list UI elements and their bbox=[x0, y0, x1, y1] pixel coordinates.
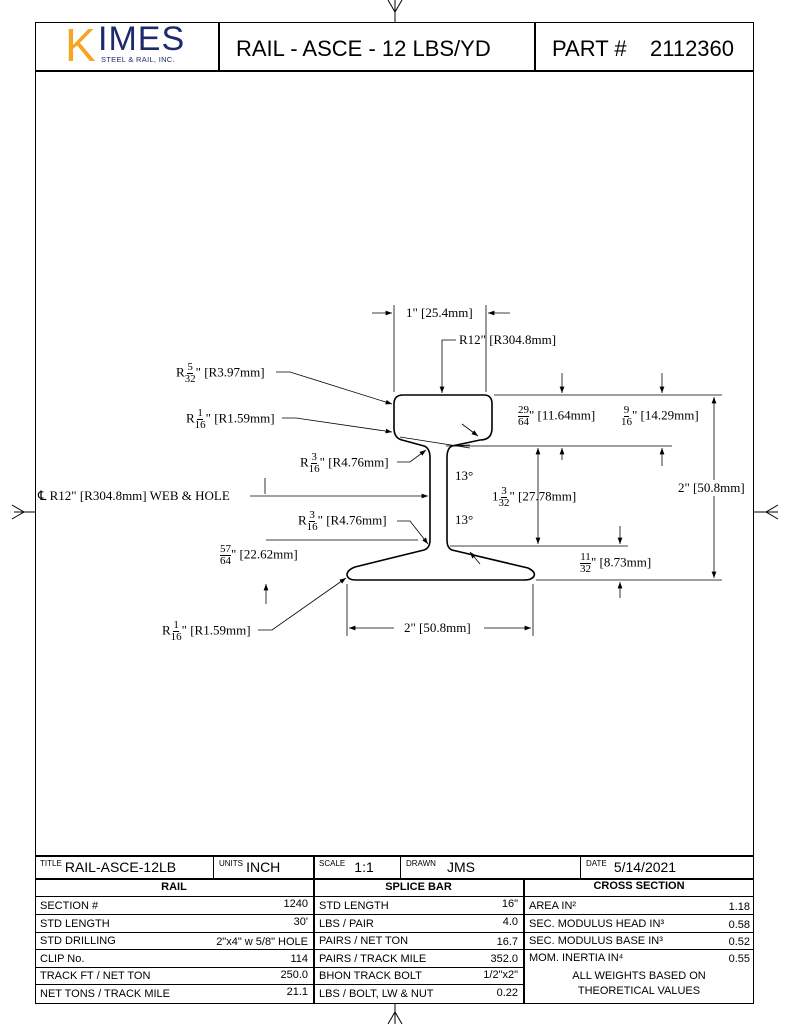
center-mark-top bbox=[387, 0, 403, 22]
date-field: DATE 5/14/2021 bbox=[586, 859, 677, 875]
label-web-hole: ℄ R12" [R304.8mm] WEB & HOLE bbox=[38, 488, 230, 503]
weights-note-line-1: ALL WEIGHTS BASED ON bbox=[572, 970, 706, 982]
dim-57-64 bbox=[263, 539, 418, 604]
rail-outline bbox=[346, 394, 536, 581]
label-top-width: 1" [25.4mm] bbox=[406, 305, 473, 320]
tb-line-4 bbox=[35, 914, 754, 915]
tb-vsep-1 bbox=[213, 855, 214, 879]
rail-row-label: NET TONS / TRACK MILE bbox=[40, 988, 170, 1000]
label-base-width: 2" [50.8mm] bbox=[404, 620, 471, 635]
rail-row-label: STD LENGTH bbox=[40, 918, 110, 930]
center-mark-right bbox=[754, 504, 779, 520]
splice-row-label: STD LENGTH bbox=[319, 900, 389, 912]
tb-top-line bbox=[35, 855, 754, 857]
cross-row-value: 1.18 bbox=[728, 901, 750, 913]
rail-row-label: CLIP No. bbox=[40, 953, 85, 965]
units-field: UNITS INCH bbox=[219, 859, 281, 875]
part-label: PART # bbox=[552, 36, 627, 61]
tb-vsep-3 bbox=[400, 855, 401, 879]
tb-vsep-4 bbox=[580, 855, 581, 879]
cross-section-header: CROSS SECTION bbox=[593, 880, 685, 892]
tb-line-3 bbox=[35, 896, 754, 897]
splice-row-label: LBS / PAIR bbox=[319, 918, 374, 930]
part-number: 2112360 bbox=[650, 36, 735, 61]
rail-row-value: 1240 bbox=[283, 898, 308, 910]
weights-note-line-2: THEORETICAL VALUES bbox=[577, 985, 701, 997]
cross-row-label: AREA IN² bbox=[529, 900, 577, 912]
splice-section-header: SPLICE BAR bbox=[385, 881, 452, 893]
splice-row-label: PAIRS / NET TON bbox=[319, 935, 409, 947]
dim-base-width bbox=[346, 584, 534, 636]
tb-line-2 bbox=[35, 878, 754, 880]
cross-row-label: MOM. INERTIA IN⁴ bbox=[529, 952, 624, 964]
scale-field: SCALE 1:1 bbox=[319, 859, 374, 875]
logo-letter-k: K bbox=[65, 19, 96, 71]
rail-row-label: STD DRILLING bbox=[40, 935, 116, 947]
tb-vsep-5 bbox=[523, 878, 525, 1004]
logo-wordmark: IMES bbox=[98, 20, 186, 58]
rail-row-value: 21.1 bbox=[286, 986, 308, 998]
splice-row-label: PAIRS / TRACK MILE bbox=[319, 953, 427, 965]
cross-row-label: SEC. MODULUS HEAD IN³ bbox=[529, 918, 665, 930]
rail-row-value: 30' bbox=[293, 916, 308, 928]
drawn-field: DRAWN JMS bbox=[406, 859, 475, 875]
header-sep-1 bbox=[218, 22, 220, 71]
tb-line-6 bbox=[35, 949, 754, 950]
tb-vsep-2 bbox=[313, 855, 315, 1004]
title-field: TITLE RAIL-ASCE-12LB bbox=[40, 859, 177, 875]
splice-row-label: BHON TRACK BOLT bbox=[319, 970, 422, 982]
header-sep-2 bbox=[534, 22, 536, 71]
label-height: 2" [50.8mm] bbox=[678, 480, 745, 496]
splice-row-value: 16" bbox=[501, 898, 518, 910]
rail-row-value: 114 bbox=[290, 953, 308, 965]
splice-row-value: 4.0 bbox=[502, 916, 518, 928]
cross-row-value: 0.58 bbox=[728, 919, 750, 931]
rail-section-header: RAIL bbox=[161, 881, 187, 893]
header-divider bbox=[35, 70, 754, 72]
rail-row-value: 2"x4" w 5/8" HOLE bbox=[216, 936, 308, 948]
rail-row-label: SECTION # bbox=[40, 900, 99, 912]
dim-head-radius bbox=[439, 339, 456, 393]
drawing-frame bbox=[35, 22, 754, 1004]
cross-row-value: 0.55 bbox=[728, 953, 750, 965]
cross-row-value: 0.52 bbox=[728, 936, 750, 948]
label-angle-top: 13° bbox=[455, 468, 474, 483]
dim-top-width bbox=[372, 305, 510, 392]
drawing-title: RAIL - ASCE - 12 LBS/YD bbox=[236, 36, 491, 61]
tb-line-5 bbox=[35, 932, 754, 933]
splice-row-value: 16.7 bbox=[496, 936, 518, 948]
cross-row-label: SEC. MODULUS BASE IN³ bbox=[529, 935, 663, 947]
center-mark-bottom bbox=[387, 1004, 403, 1024]
label-angle-bottom: 13° bbox=[455, 512, 474, 527]
splice-row-label: LBS / BOLT, LW & NUT bbox=[319, 988, 434, 1000]
leaders bbox=[258, 371, 628, 631]
rail-row-label: TRACK FT / NET TON bbox=[40, 970, 151, 982]
tb-line-8 bbox=[35, 984, 525, 985]
dim-web-hole bbox=[250, 478, 428, 499]
splice-row-value: 1/2"x2" bbox=[483, 969, 518, 981]
label-head-radius: R12" [R304.8mm] bbox=[459, 332, 557, 347]
rail-row-value: 250.0 bbox=[280, 969, 308, 981]
splice-row-value: 352.0 bbox=[490, 953, 518, 965]
center-mark-left bbox=[11, 504, 35, 520]
splice-row-value: 0.22 bbox=[496, 987, 518, 999]
tb-line-7 bbox=[35, 967, 525, 968]
logo-subtitle: STEEL & RAIL, INC. bbox=[101, 55, 175, 64]
